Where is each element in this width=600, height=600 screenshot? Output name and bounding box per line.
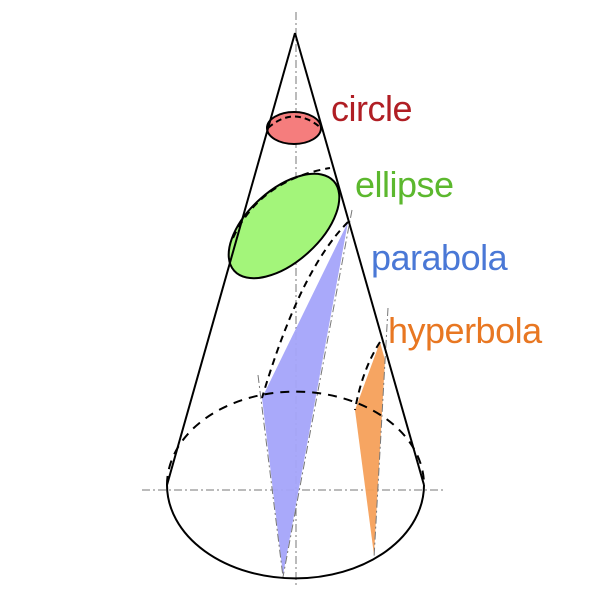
circle-hidden-edge bbox=[267, 115, 322, 129]
hyperbola-region bbox=[355, 342, 385, 555]
cone-base-front bbox=[166, 484, 425, 580]
hyperbola-plane-edge bbox=[373, 307, 389, 559]
parabola-region bbox=[262, 222, 348, 575]
hyperbola-label: hyperbola bbox=[388, 310, 543, 351]
cone-left-edge bbox=[166, 32, 296, 486]
cone-base-back bbox=[166, 390, 425, 486]
parabola-plane-edge-back bbox=[257, 374, 284, 578]
circle-region bbox=[266, 111, 322, 145]
parabola-plane-edge bbox=[282, 209, 353, 578]
ellipse-region bbox=[227, 172, 341, 280]
cone-right-edge bbox=[294, 32, 425, 486]
circle-label: circle bbox=[331, 88, 412, 129]
parabola-label: parabola bbox=[371, 237, 509, 278]
ellipse-label: ellipse bbox=[355, 164, 454, 205]
parabola-curve-hidden bbox=[261, 221, 349, 399]
hyperbola-curve bbox=[354, 341, 381, 411]
